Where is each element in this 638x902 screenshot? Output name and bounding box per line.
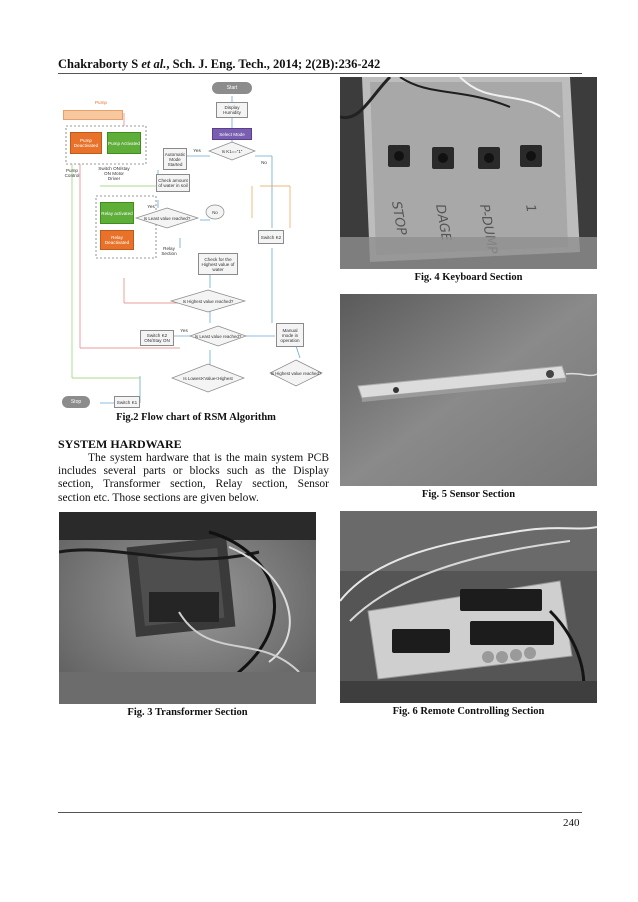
pump-control-label: Pump Control [64, 168, 80, 178]
least-reached-decision-2: Is Least value reached? [194, 333, 242, 339]
start-terminal: Start [212, 82, 252, 94]
fig5-caption: Fig. 5 Sensor Section [421, 489, 516, 500]
pump-bar [63, 110, 123, 120]
pump-activated-box: Pump Activated [107, 132, 141, 154]
footer-rule [58, 812, 582, 813]
manual-mode-box: Manual mode in operation [276, 323, 304, 347]
switch-motor-label: Switch ON/stay ON Motor Driver [98, 166, 130, 181]
relay-deactivated-box: Relay Deactivated [100, 230, 134, 250]
least-value-decision: Is Least value reached? [143, 215, 191, 221]
section-body: The system hardware that is the main sys… [58, 452, 329, 504]
fig6-caption: Fig. 6 Remote Controlling Section [392, 706, 545, 717]
section-title: SYSTEM HARDWARE [58, 437, 182, 451]
fig2-caption: Fig.2 Flow chart of RSM Algorithm [116, 412, 276, 423]
automatic-mode-box: Automatic Mode Started [163, 148, 187, 170]
yes-label-2: Yes [147, 204, 155, 209]
stop-terminal: Stop [62, 396, 90, 408]
no-circle: No [212, 209, 218, 215]
page-number: 240 [563, 817, 580, 829]
flowchart: Pump Start Display Humidity Select Mode … [60, 78, 332, 414]
keyboard-photo-graphic: STOP DAGE P-DUMP 1 [340, 77, 597, 269]
fig5-sensor-photo [340, 294, 597, 486]
fig3-transformer-photo [59, 512, 316, 704]
running-header: Chakraborty S et al., Sch. J. Eng. Tech.… [58, 57, 380, 72]
switch-k1-box: Switch K1 [114, 396, 140, 408]
pump-label: Pump [94, 100, 107, 105]
header-rule [58, 73, 582, 74]
fig3-caption: Fig. 3 Transformer Section [127, 707, 248, 718]
remote-photo-graphic [340, 511, 597, 703]
key-label-stop: STOP [388, 200, 409, 237]
sensor-photo-graphic [340, 294, 597, 486]
highest-reached-decision-2: Is Highest value reached? [270, 370, 322, 376]
no-label-1: No [261, 160, 267, 165]
k1-decision: Is K1=="1" [221, 148, 243, 154]
transformer-photo-graphic [59, 512, 316, 704]
key-label-dage: DAGE [432, 203, 453, 243]
switch-k2-box: Switch K2 [258, 230, 284, 244]
header-authors: Chakraborty S [58, 57, 139, 71]
relay-section-label: Relay Section [161, 246, 177, 256]
check-water-box: Check amount of water in soil [156, 174, 190, 192]
header-journal: , Sch. J. Eng. Tech., 2014; 2(2B):236-24… [166, 57, 381, 71]
relay-activated-box: Relay activated [100, 202, 134, 224]
pump-deactivated-box: Pump Deactivated [70, 132, 102, 154]
fig4-keyboard-photo: STOP DAGE P-DUMP 1 [340, 77, 597, 269]
yes-label-3: Yes [180, 328, 188, 333]
fig4-caption: Fig. 4 Keyboard Section [414, 272, 523, 283]
select-mode-box: Select Mode [212, 128, 252, 140]
header-etal: et al. [141, 57, 167, 71]
switch-k2-on-box: Switch K2 ON/Stay ON [140, 330, 174, 346]
range-decision: Is Lowest<Value<Highest [183, 375, 233, 381]
highest-reached-decision: Is Highest value reached? [182, 298, 234, 304]
check-highest-box: Check for the Highest value of water [198, 253, 238, 275]
key-label-one: 1 [522, 203, 538, 214]
fig6-remote-photo [340, 511, 597, 703]
yes-label-1: Yes [193, 148, 201, 153]
display-humidity-box: Display Humidity [216, 102, 248, 118]
